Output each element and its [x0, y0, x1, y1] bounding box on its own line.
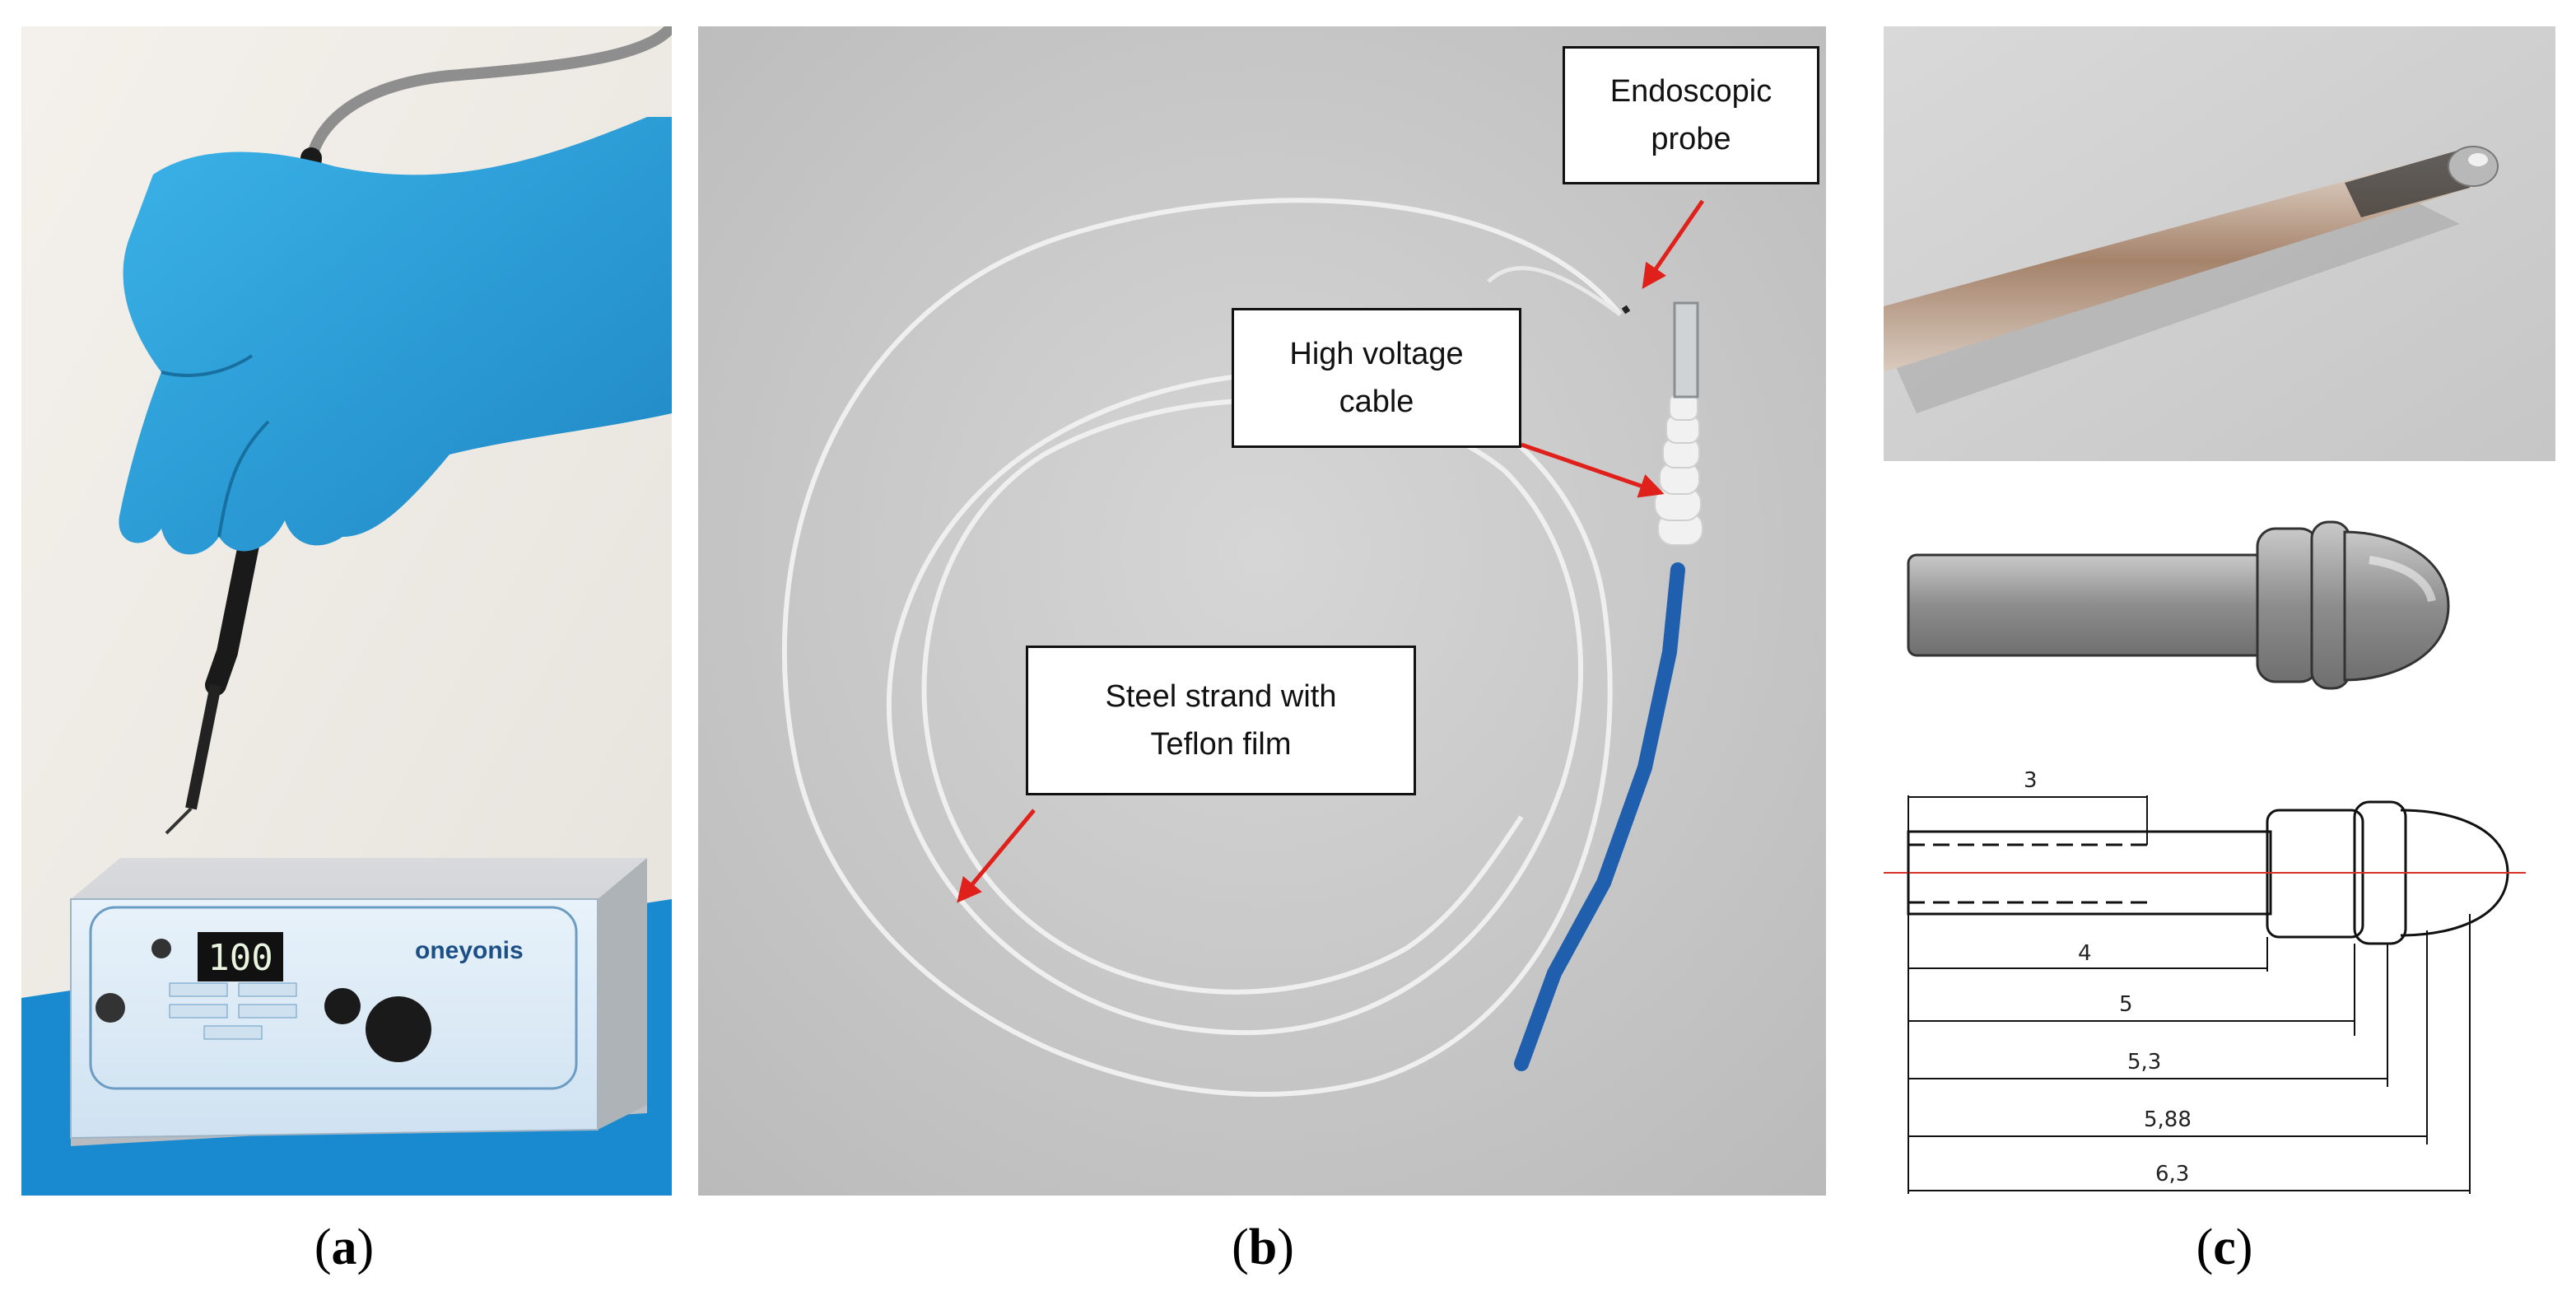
- panel-a-photo: 100 oneyonis: [21, 26, 672, 1196]
- probe-tip-photo-illustration: [1884, 26, 2555, 461]
- probe-tip-dimension-drawing: [1884, 795, 2526, 1194]
- label-endoscopic-probe-text: Endoscopic probe: [1609, 74, 1772, 156]
- device-brand-text: oneyonis: [415, 937, 524, 964]
- label-steel-strand: Steel strand with Teflon film: [1026, 646, 1416, 795]
- probe-tip-technical-drawing: 3 4 5 5,3 5,88 6,3: [1884, 486, 2555, 1210]
- panel-c-drawings: 3 4 5 5,3 5,88 6,3: [1884, 486, 2555, 1210]
- label-steel-strand-text: Steel strand with Teflon film: [1105, 679, 1337, 762]
- caption-a: (a): [314, 1219, 375, 1275]
- caption-b-letter: b: [1248, 1219, 1278, 1275]
- caption-c: (c): [2196, 1219, 2253, 1275]
- dimension-label-5: 5: [2119, 992, 2133, 1017]
- caption-c-letter: c: [2213, 1219, 2236, 1275]
- dimension-label-3: 3: [2024, 768, 2038, 793]
- panel-c-tip-photo: [1884, 26, 2555, 461]
- dimension-label-5-88: 5,88: [2144, 1107, 2192, 1132]
- caption-b: (b): [1232, 1219, 1294, 1275]
- dimension-label-4: 4: [2078, 941, 2092, 966]
- device-display-value: 100: [207, 937, 273, 979]
- dimension-label-6-3: 6,3: [2155, 1162, 2189, 1186]
- coiled-probe-illustration: [698, 26, 1826, 1196]
- caption-a-letter: a: [331, 1219, 357, 1275]
- label-high-voltage-cable-text: High voltage cable: [1289, 337, 1464, 419]
- dimension-label-5-3: 5,3: [2127, 1050, 2161, 1075]
- label-endoscopic-probe: Endoscopic probe: [1563, 46, 1819, 184]
- device-photo-illustration: 100 oneyonis: [21, 26, 672, 1196]
- label-high-voltage-cable: High voltage cable: [1232, 308, 1521, 448]
- probe-tip-3d-render: [1907, 520, 2450, 690]
- panel-b-photo: [698, 26, 1826, 1196]
